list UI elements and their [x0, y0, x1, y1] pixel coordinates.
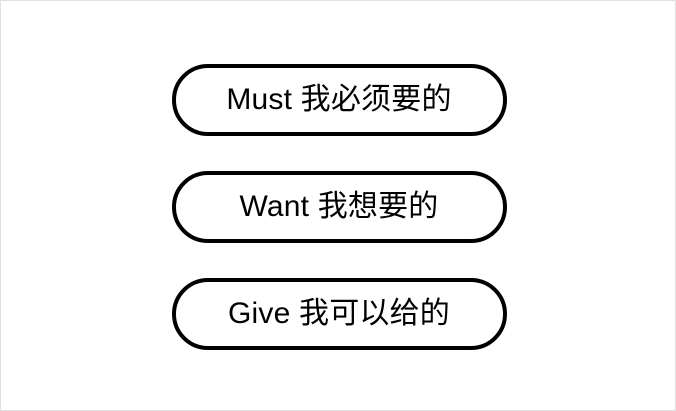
pill-button-want-label: Want 我想要的: [239, 189, 439, 223]
pill-button-must-label: Must 我必须要的: [226, 82, 452, 116]
pill-button-give-label: Give 我可以给的: [227, 296, 451, 330]
pill-button-must[interactable]: Must 我必须要的: [171, 63, 507, 136]
pill-button-give[interactable]: Give 我可以给的: [171, 277, 507, 350]
pill-button-want[interactable]: Want 我想要的: [171, 170, 507, 243]
